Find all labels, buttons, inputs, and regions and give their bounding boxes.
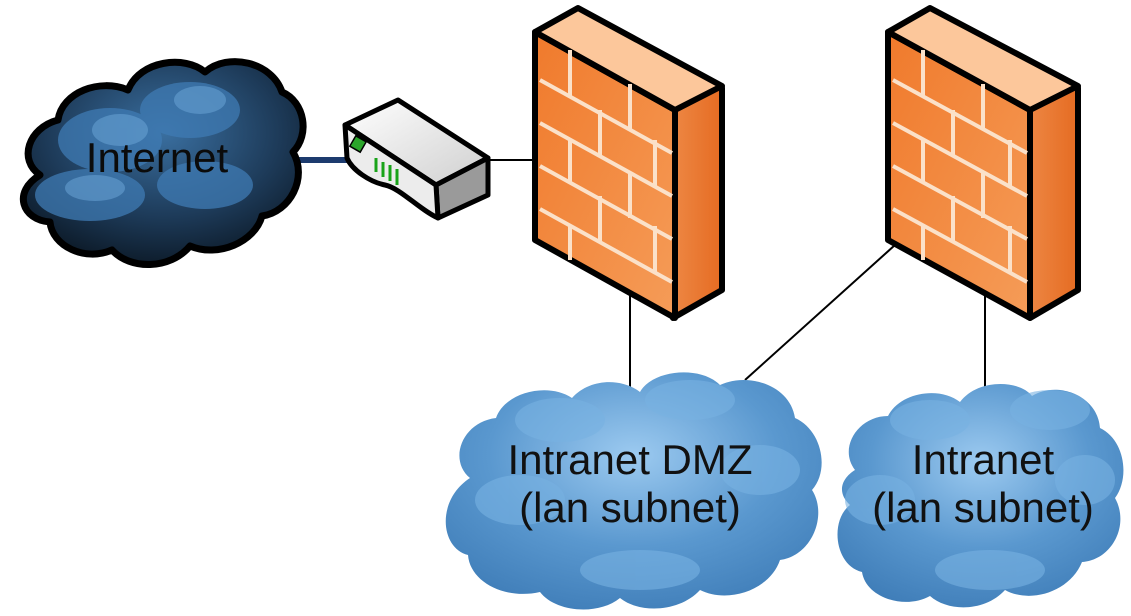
intranet-label-line2: (lan subnet) — [872, 484, 1094, 531]
dmz-label-line1: Intranet DMZ — [507, 436, 753, 483]
internet-label-text: Internet — [85, 134, 229, 181]
firewall-icon — [885, 5, 1081, 321]
dmz-label-line2: (lan subnet) — [519, 484, 741, 531]
cloud-icon — [445, 372, 822, 610]
firewall-icon — [532, 5, 725, 321]
cloud-icon — [19, 58, 307, 268]
intranet-label: Intranet (lan subnet) — [838, 436, 1128, 532]
internet-label: Internet — [42, 134, 272, 182]
intranet-label-line1: Intranet — [911, 436, 1055, 483]
dmz-firewall2-link — [744, 244, 896, 381]
router-icon — [342, 97, 491, 221]
dmz-label: Intranet DMZ (lan subnet) — [470, 436, 790, 532]
connections — [290, 157, 986, 396]
cloud-icon — [837, 383, 1124, 608]
